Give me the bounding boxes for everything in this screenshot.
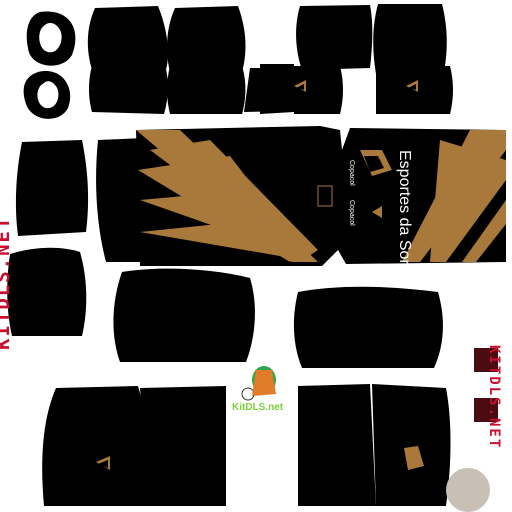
shorts-panel-mid-right xyxy=(293,286,443,368)
sleeve-right-top-2 xyxy=(373,4,447,74)
shorts-panel-mid-left xyxy=(113,268,255,362)
sleeve-left-top xyxy=(87,6,168,70)
sleeve-lower-b xyxy=(167,66,246,114)
color-swatch-grey xyxy=(446,468,490,512)
shorts-panel-left-bottom xyxy=(7,247,87,336)
brand-logo-chest xyxy=(372,206,382,218)
kitdls-mascot-logo xyxy=(241,366,276,401)
watermark-center-text: KitDLS.net xyxy=(232,402,284,413)
shorts-panel-bottom-left xyxy=(42,386,149,506)
sponsor-secondary-2: Copacol xyxy=(348,200,355,226)
brand-logo-sleeve-left xyxy=(294,80,306,92)
watermark-left: KITDLS.NET xyxy=(0,215,14,350)
shorts-panel-bottom-mid-right xyxy=(298,384,376,506)
shorts-panel-bottom-mid-left xyxy=(140,386,226,506)
collar-slot xyxy=(317,185,333,207)
club-crest xyxy=(360,150,392,176)
sleeve-lower-a xyxy=(89,66,168,114)
color-swatch-maroon-top xyxy=(474,348,498,372)
brand-logo-shorts xyxy=(96,456,110,470)
club-crest-shorts xyxy=(404,446,424,470)
gold-sunburst-stripes xyxy=(136,130,506,262)
sponsor-main: Esportes da Sorte xyxy=(396,150,413,279)
sock-ring-bottom xyxy=(23,70,71,119)
sponsor-secondary: Copacol xyxy=(348,160,355,186)
brand-logo-sleeve-right xyxy=(406,80,418,92)
collar-panel-top-right xyxy=(296,5,373,70)
shorts-panel-left-top xyxy=(15,140,89,236)
color-swatch-maroon-bottom xyxy=(474,398,498,422)
sleeve-right-top xyxy=(167,6,246,72)
watermark-right: KITDLS.NET xyxy=(486,345,502,450)
sleeve-lower-mid xyxy=(294,66,343,114)
sock-ring-top xyxy=(26,11,76,66)
shorts-panel-bottom-right xyxy=(372,384,451,506)
